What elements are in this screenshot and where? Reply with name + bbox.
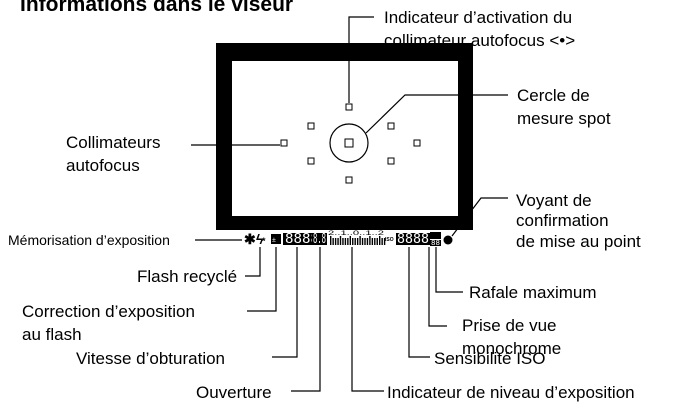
exposure-tick bbox=[371, 238, 374, 245]
exposure-tick bbox=[354, 238, 356, 245]
aperture-display bbox=[312, 233, 327, 245]
exposure-tick bbox=[356, 238, 359, 245]
label-exposure-level: Indicateur de niveau d’exposition bbox=[387, 383, 635, 402]
focus-confirmation-light bbox=[443, 235, 453, 245]
label-iso: Sensibilité ISO bbox=[434, 349, 546, 368]
viewfinder-info-display: ✱ ϟ * ± 8888 8.8 2..1..0..1..2 ISO 8888 … bbox=[244, 231, 453, 247]
label-focus-confirm-line3: de mise au point bbox=[516, 232, 641, 251]
exposure-level-scale bbox=[330, 236, 386, 245]
exposure-tick bbox=[383, 238, 386, 245]
ae-lock-icon: ✱ bbox=[244, 231, 256, 247]
leader-lines bbox=[191, 16, 508, 392]
monochrome-icon bbox=[430, 232, 441, 239]
exposure-tick bbox=[342, 238, 344, 245]
label-af-activation-line1: Indicateur d’activation du bbox=[384, 8, 572, 27]
label-af-points-line1: Collimateurs bbox=[66, 133, 160, 152]
flash-comp-asterisk-icon: * bbox=[262, 236, 266, 246]
exposure-tick bbox=[361, 238, 364, 245]
af-point-center bbox=[344, 138, 354, 148]
af-point-bottom bbox=[345, 176, 353, 184]
exposure-tick bbox=[369, 236, 371, 245]
exposure-tick bbox=[339, 236, 342, 245]
label-focus-confirm-line1: Voyant de bbox=[516, 191, 592, 210]
svg-text:8888: 8888 bbox=[397, 232, 429, 247]
svg-text:8.8: 8.8 bbox=[313, 232, 326, 247]
exposure-tick bbox=[332, 238, 334, 245]
af-point-top bbox=[345, 103, 353, 111]
exposure-tick bbox=[364, 238, 366, 245]
af-point-lower-right bbox=[387, 157, 395, 165]
page-title: Informations dans le viseur bbox=[20, 0, 293, 16]
exposure-scale-numbers: 2..1..0..1..2 bbox=[328, 231, 385, 237]
af-point-lower-left bbox=[307, 157, 315, 165]
flash-comp-icon bbox=[271, 234, 281, 244]
af-point-upper-left bbox=[307, 122, 315, 130]
af-point-upper-right bbox=[387, 122, 395, 130]
label-shutter-speed: Vitesse d’obturation bbox=[76, 349, 225, 368]
label-flash-ready: Flash recyclé bbox=[137, 267, 237, 286]
af-point-left bbox=[280, 139, 288, 147]
label-flash-comp-line1: Correction d’exposition bbox=[22, 302, 195, 321]
svg-text:±: ± bbox=[272, 237, 276, 244]
label-af-activation-line2: collimateur autofocus <•> bbox=[384, 31, 575, 50]
exposure-tick bbox=[344, 238, 347, 245]
exposure-tick bbox=[334, 238, 337, 245]
af-point-right bbox=[413, 139, 421, 147]
exposure-tick bbox=[347, 238, 349, 245]
flash-ready-icon: ϟ bbox=[256, 231, 264, 247]
exposure-tick bbox=[337, 238, 339, 245]
svg-text:88: 88 bbox=[431, 239, 440, 247]
label-focus-confirm-line2: confirmation bbox=[516, 211, 609, 230]
exposure-tick bbox=[381, 238, 383, 245]
exposure-tick bbox=[330, 236, 332, 245]
exposure-tick bbox=[374, 238, 376, 245]
label-aperture: Ouverture bbox=[196, 383, 272, 402]
exposure-tick bbox=[379, 236, 381, 245]
label-monochrome-line2: monochrome bbox=[462, 339, 561, 358]
af-points bbox=[280, 103, 421, 184]
shutter-speed-display bbox=[283, 233, 321, 245]
exposure-tick bbox=[349, 236, 351, 245]
exposure-tick bbox=[352, 238, 354, 245]
label-spot-line1: Cercle de bbox=[517, 86, 590, 105]
iso-display bbox=[396, 233, 430, 245]
label-max-burst: Rafale maximum bbox=[469, 283, 597, 302]
label-spot-line2: mesure spot bbox=[517, 109, 611, 128]
burst-display bbox=[430, 240, 441, 246]
exposure-tick bbox=[366, 238, 369, 245]
label-ae-lock: Mémorisation d’exposition bbox=[8, 232, 170, 248]
exposure-tick bbox=[376, 238, 378, 245]
label-flash-comp-line2: au flash bbox=[22, 325, 82, 344]
exposure-tick bbox=[359, 236, 361, 245]
label-af-points-line2: autofocus bbox=[66, 156, 140, 175]
iso-prefix: ISO bbox=[385, 237, 394, 243]
svg-text:8888: 8888 bbox=[285, 232, 319, 247]
label-monochrome-line1: Prise de vue bbox=[462, 316, 557, 335]
